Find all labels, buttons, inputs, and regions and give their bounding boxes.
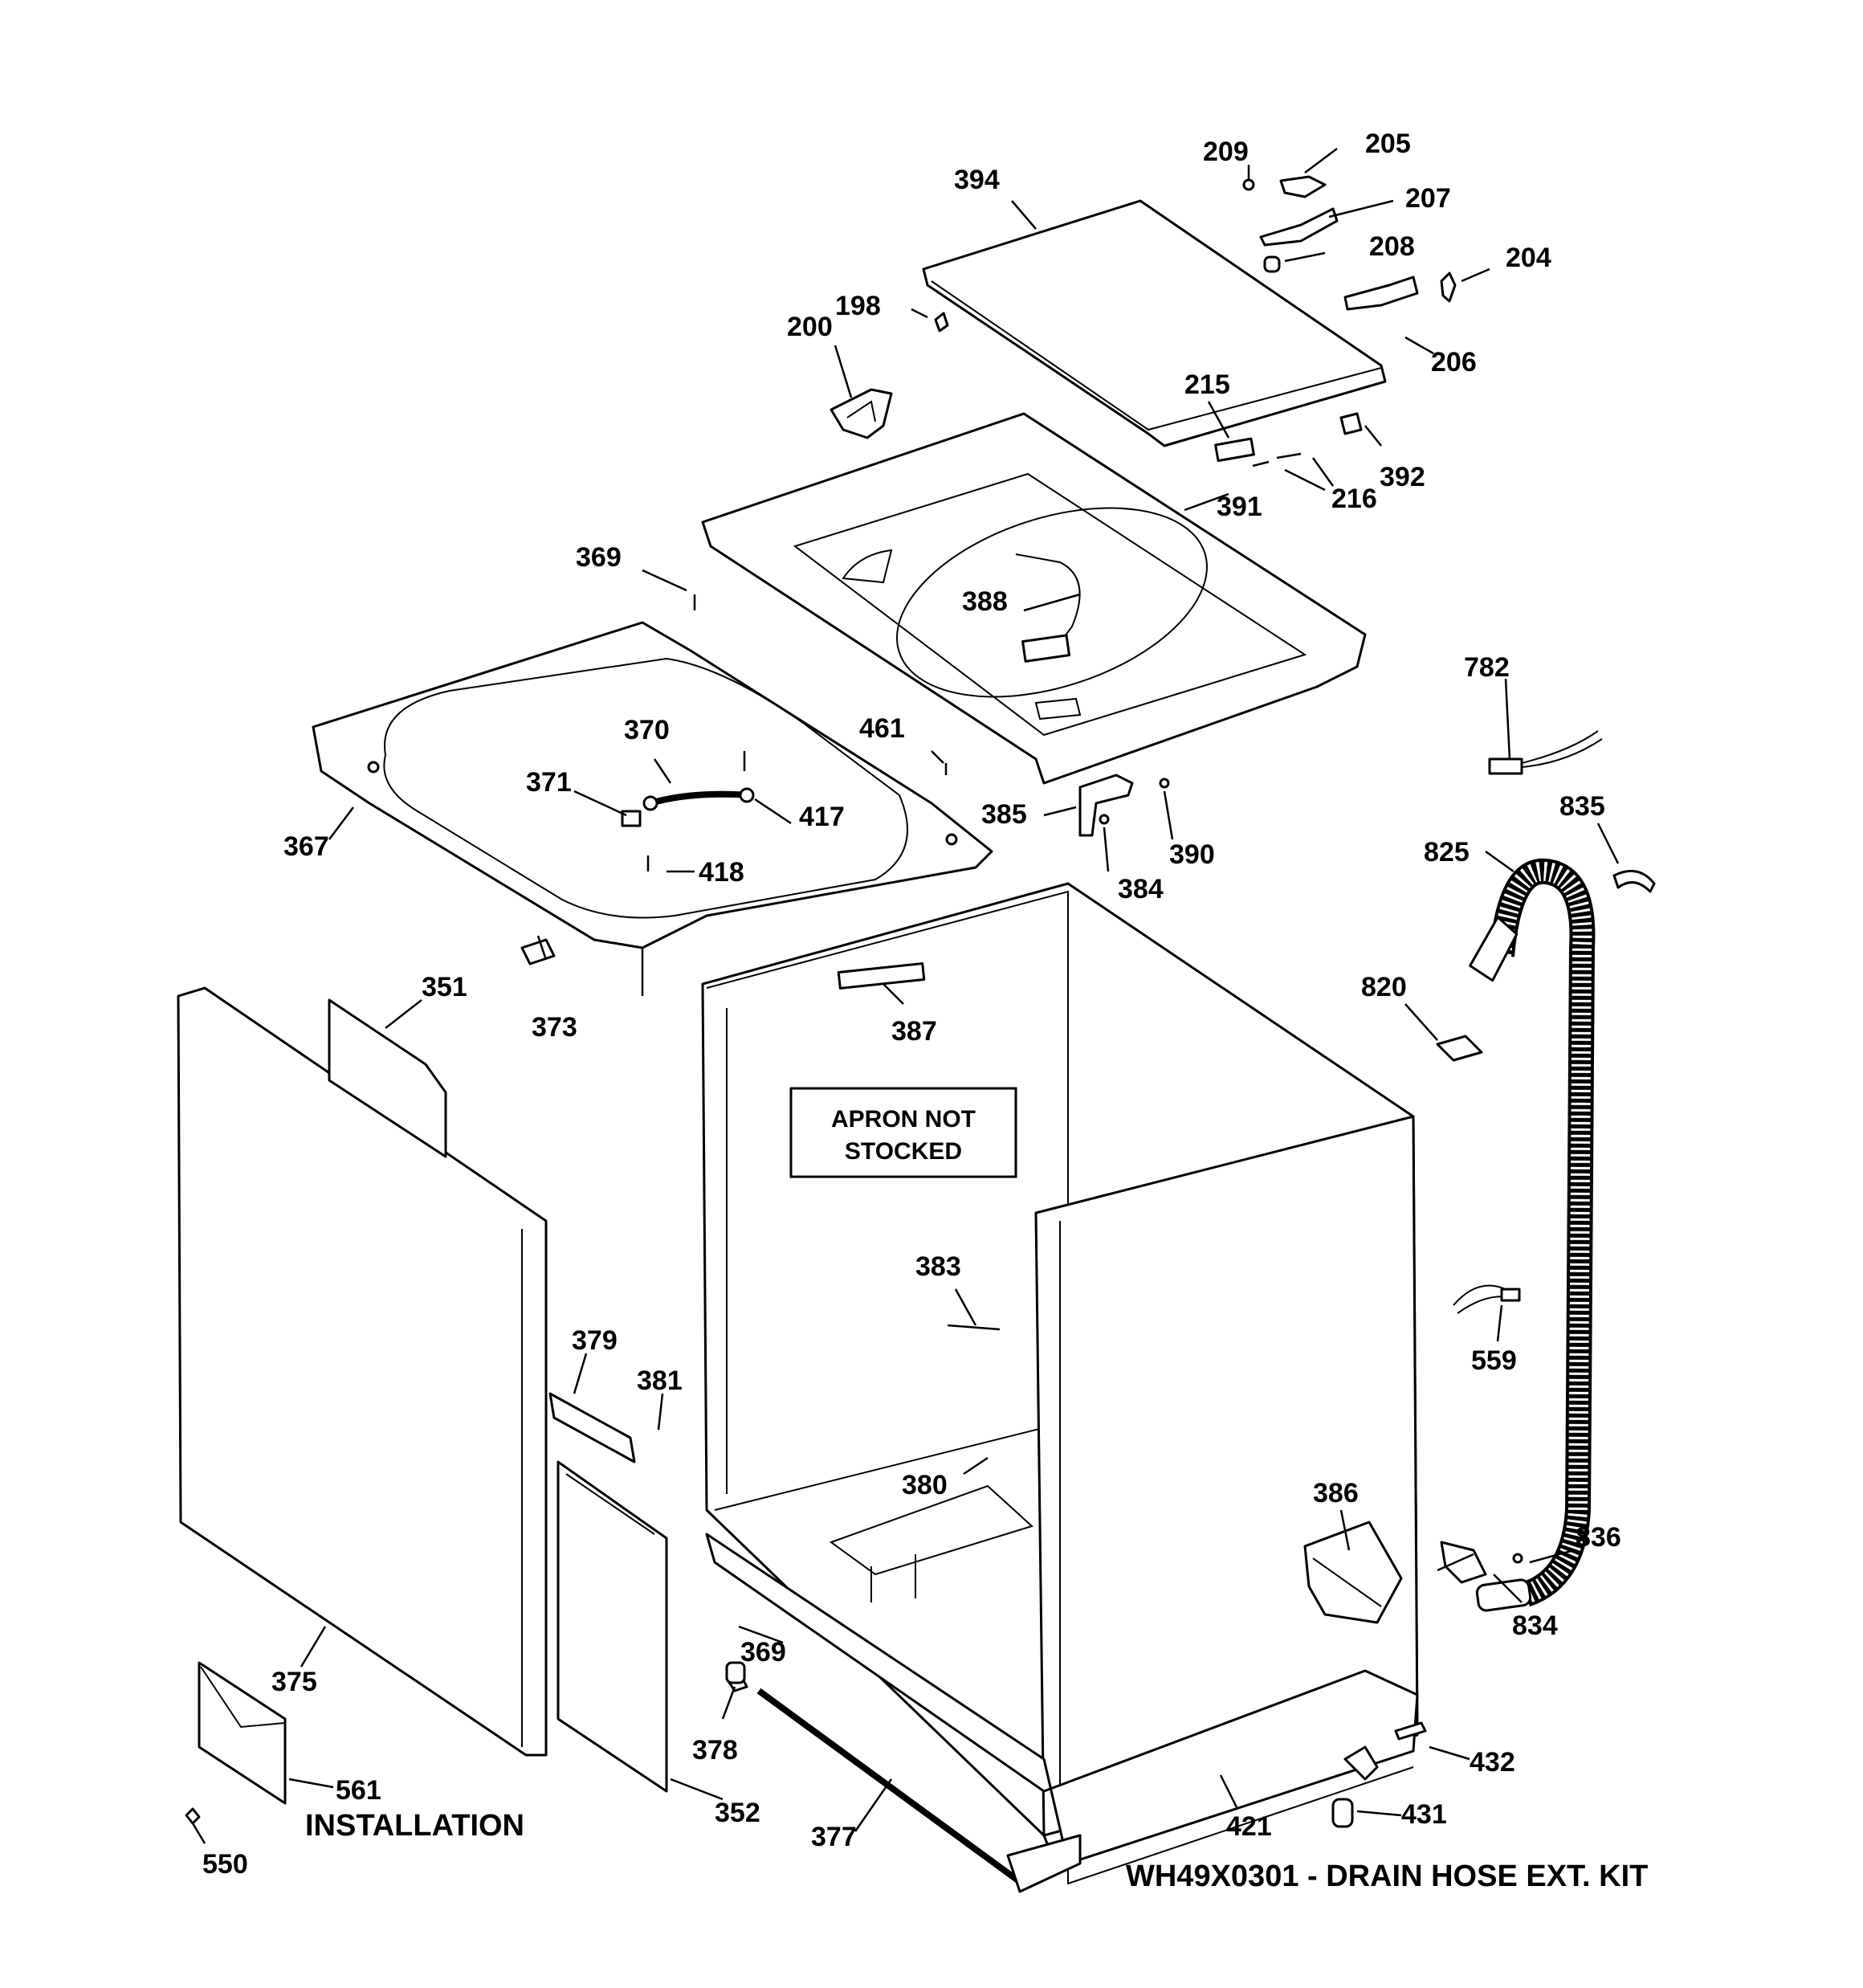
- callout-216: 216: [1331, 484, 1377, 514]
- callout-834: 834: [1512, 1610, 1558, 1641]
- callout-825: 825: [1424, 837, 1470, 867]
- callout-351: 351: [422, 972, 467, 1002]
- callout-380: 380: [902, 1470, 948, 1500]
- kit-label: WH49X0301 - DRAIN HOSE EXT. KIT: [1126, 1859, 1648, 1893]
- callout-207: 207: [1405, 183, 1451, 214]
- callout-561: 561: [336, 1775, 381, 1806]
- callout-820: 820: [1361, 972, 1407, 1002]
- apron-note-box: [789, 1087, 1017, 1178]
- apron-note: APRON NOT STOCKED: [789, 1087, 1017, 1178]
- callout-388: 388: [962, 586, 1008, 617]
- callout-204: 204: [1506, 243, 1551, 273]
- apron-note-line2: STOCKED: [845, 1138, 962, 1165]
- callout-417: 417: [799, 802, 845, 832]
- callout-378: 378: [692, 1735, 738, 1766]
- callout-369-top: 369: [576, 542, 622, 573]
- callout-394: 394: [954, 165, 1000, 195]
- motor-plate: [1303, 1521, 1403, 1624]
- callout-386: 386: [1313, 1478, 1359, 1508]
- frame-fasteners: [520, 594, 948, 965]
- callout-208: 208: [1369, 231, 1415, 262]
- callout-432: 432: [1470, 1747, 1515, 1778]
- callout-836: 836: [1576, 1522, 1621, 1553]
- callout-371: 371: [526, 767, 572, 798]
- top-frame: [701, 412, 1367, 785]
- callout-431: 431: [1401, 1799, 1447, 1830]
- lid-bumper-and-handle: [830, 312, 949, 439]
- leader-lines: [191, 148, 1620, 1844]
- callout-385: 385: [981, 799, 1027, 830]
- callout-383: 383: [915, 1251, 961, 1282]
- callout-391: 391: [1217, 492, 1262, 522]
- drain-hose: [1469, 858, 1596, 1612]
- service-panel: [548, 1392, 668, 1793]
- installation-bag: [198, 1661, 287, 1805]
- callout-352: 352: [715, 1798, 760, 1828]
- hinge-brackets: [1078, 774, 1170, 837]
- lid-switch-parts: [1214, 412, 1363, 467]
- callout-392: 392: [1380, 462, 1425, 492]
- callout-379: 379: [572, 1325, 618, 1356]
- callout-205: 205: [1365, 129, 1411, 159]
- callout-206: 206: [1431, 347, 1477, 378]
- callout-375: 375: [271, 1667, 317, 1697]
- callout-421: 421: [1226, 1811, 1272, 1842]
- callout-835: 835: [1559, 791, 1605, 822]
- top-lid: [922, 199, 1387, 447]
- side-panel: [177, 986, 548, 1757]
- callout-369-bottom: 369: [740, 1637, 786, 1668]
- callout-387: 387: [891, 1016, 937, 1047]
- installation-label: INSTALLATION: [305, 1809, 524, 1843]
- callout-381: 381: [637, 1365, 683, 1396]
- callout-461: 461: [859, 713, 905, 744]
- base-hardware: [185, 1661, 1427, 1893]
- callout-418: 418: [699, 857, 744, 888]
- callout-209: 209: [1203, 137, 1249, 167]
- callout-373: 373: [532, 1012, 577, 1043]
- callout-550: 550: [202, 1849, 248, 1880]
- callout-370: 370: [624, 715, 670, 745]
- right-side-parts: [1436, 730, 1656, 1584]
- apron-note-line1: APRON NOT: [831, 1106, 976, 1133]
- callout-384: 384: [1118, 874, 1164, 904]
- callout-215: 215: [1184, 369, 1230, 400]
- callout-390: 390: [1169, 839, 1215, 870]
- tub-cover-frame: [312, 621, 993, 996]
- hinge-parts: [1242, 175, 1457, 311]
- callout-200: 200: [787, 312, 833, 342]
- callout-782: 782: [1464, 652, 1510, 683]
- callout-367: 367: [283, 831, 329, 862]
- insulation-pad: [328, 998, 447, 1158]
- callout-labels: 209 205 207 394 208 204 198 200 206 215 …: [202, 129, 1648, 1893]
- callout-559: 559: [1471, 1345, 1517, 1376]
- callout-377: 377: [811, 1822, 857, 1852]
- callout-198: 198: [835, 291, 881, 321]
